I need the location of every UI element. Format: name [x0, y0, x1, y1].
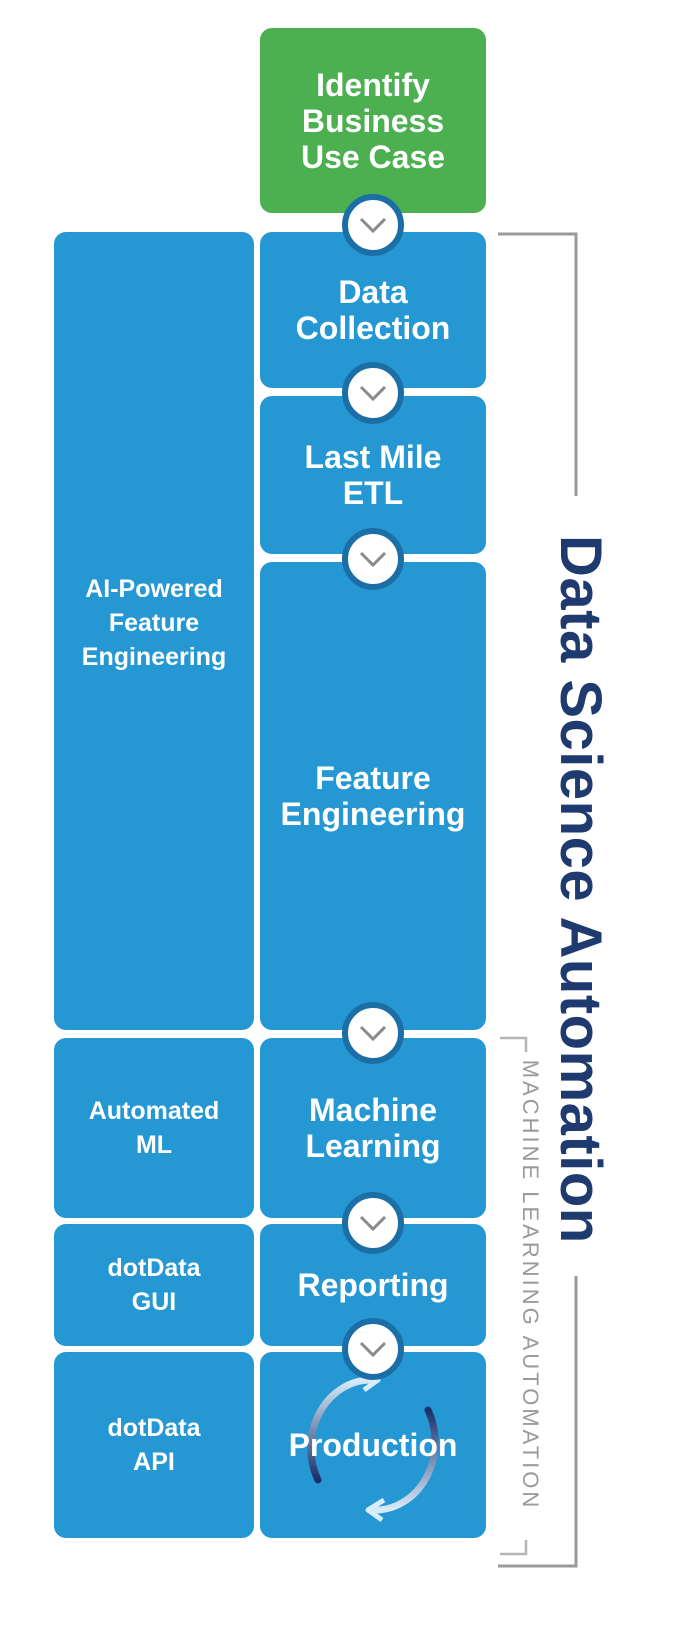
feature-ai-powered-feature-engineering: AI-Powered Feature Engineering [54, 232, 254, 1030]
chevron-down-icon [342, 528, 404, 590]
step-label: Feature Engineering [280, 760, 466, 832]
feature-label: dotData API [107, 1414, 201, 1476]
machine-learning-automation-label: MACHINE LEARNING AUTOMATION [518, 1059, 543, 1511]
data-science-automation-bracket [498, 232, 578, 1568]
step-label: Data Collection [295, 274, 451, 346]
step-machine-learning: Machine Learning [260, 1038, 486, 1218]
feature-dotdata-gui: dotData GUI [54, 1224, 254, 1346]
machine-learning-automation-bracket [500, 1036, 528, 1556]
feature-label: dotData GUI [107, 1254, 201, 1316]
step-label: Last Mile ETL [304, 439, 442, 511]
step-identify-business-use-case: Identify Business Use Case [260, 28, 486, 213]
feature-dotdata-api: dotData API [54, 1352, 254, 1538]
step-label: Identify Business Use Case [300, 66, 446, 175]
feature-label: AI-Powered Feature Engineering [81, 575, 227, 671]
data-science-automation-label: Data Science Automation [548, 535, 613, 1244]
step-production: Production [260, 1352, 486, 1538]
chevron-down-icon [342, 1192, 404, 1254]
chevron-down-icon [342, 194, 404, 256]
step-feature-engineering: Feature Engineering [260, 562, 486, 1030]
chevron-down-icon [342, 362, 404, 424]
step-label: Machine Learning [305, 1092, 441, 1164]
chevron-down-icon [342, 1318, 404, 1380]
step-label: Production [288, 1427, 458, 1463]
chevron-down-icon [342, 1002, 404, 1064]
feature-automated-ml: Automated ML [54, 1038, 254, 1218]
feature-label: Automated ML [88, 1097, 220, 1159]
step-label: Reporting [297, 1267, 449, 1303]
